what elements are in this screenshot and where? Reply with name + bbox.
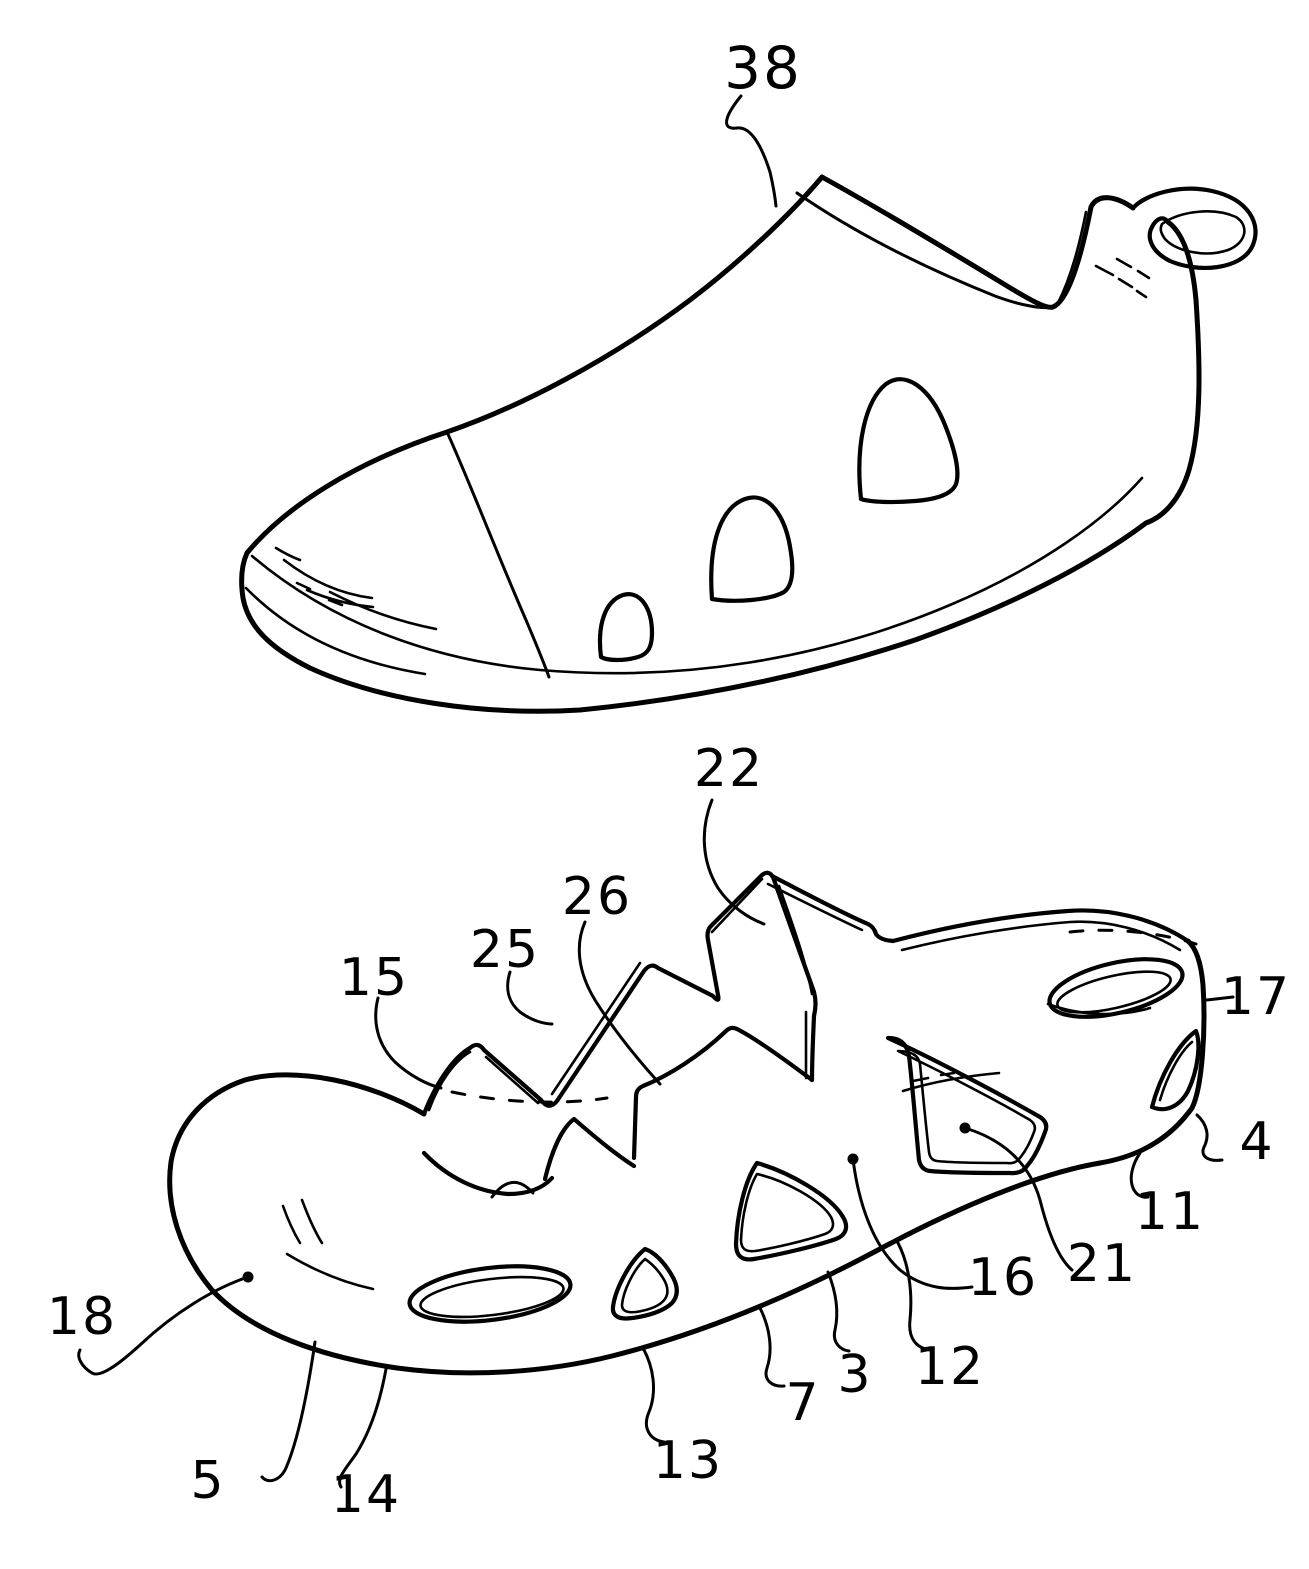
upper-shoe-pull-tab-outer <box>1130 186 1258 270</box>
strap-back-ridge-inner-line <box>766 882 864 932</box>
upper-shoe-vamp-seam <box>445 430 551 679</box>
cutout-square-hole-outer <box>885 1035 1049 1176</box>
ref-label-4: 4 <box>1239 1112 1274 1172</box>
leader-line-18 <box>77 1275 250 1376</box>
leader-line-4 <box>1195 1113 1224 1162</box>
upper-shoe-figure: 38 <box>239 34 1258 714</box>
heel-hidden-dashed-line <box>1068 928 1198 946</box>
ref-label-18: 18 <box>47 1287 117 1347</box>
lower-shoe-heel-collar-rim <box>890 908 1191 944</box>
ref-label-25: 25 <box>470 920 540 980</box>
lower-shoe-toe-contour-hatches <box>281 1198 375 1291</box>
leader-line-3 <box>826 1270 851 1353</box>
leader-line-17 <box>1205 995 1235 1002</box>
upper-shoe-heel-hidden-dashes <box>1094 264 1148 299</box>
ref-label-38: 38 <box>724 34 802 102</box>
heel-crescent-cutout-outer <box>1149 1028 1201 1112</box>
cutout-small-triangle-inner <box>620 1257 669 1314</box>
leader-line-21 <box>963 1126 1074 1272</box>
leader-dot-18 <box>242 1271 254 1283</box>
upper-shoe-toe-sole-line <box>244 586 427 676</box>
strap-back-ridge-to-collar <box>769 873 896 944</box>
strap-mid-attachment-crease <box>542 1116 637 1182</box>
lower-shoe-body-outline <box>167 938 1207 1376</box>
ref-label-13: 13 <box>653 1431 723 1491</box>
upper-shoe-collar-heel-inner-line <box>1056 210 1088 305</box>
cutout-small-triangle-outer <box>610 1246 679 1321</box>
ref-label-16: 16 <box>968 1248 1038 1308</box>
ref-label-11: 11 <box>1135 1182 1205 1242</box>
leader-line-5 <box>260 1340 317 1483</box>
upper-shoe-topline <box>244 174 1136 556</box>
ref-label-26: 26 <box>562 867 632 927</box>
cutout-oval-inner <box>419 1275 565 1319</box>
leader-line-15 <box>374 996 443 1090</box>
leader-line-11 <box>1129 1151 1150 1199</box>
cutout-oval-outer <box>407 1264 573 1324</box>
strap-front-flap-inner-line <box>427 1050 472 1112</box>
upper-shoe-pull-tab-inner <box>1159 210 1246 255</box>
strap-front-flap-bottom-crease <box>421 1150 555 1197</box>
cutout-medium-triangle-inner <box>739 1172 835 1253</box>
upper-shoe-midsole-line <box>250 476 1144 675</box>
leader-dot-16 <box>847 1153 859 1165</box>
leader-line-7 <box>758 1306 786 1388</box>
lower-shoe-heel-collar-rim-inner <box>900 920 1182 952</box>
strap-lower-zigzag-edge <box>631 1025 815 1161</box>
upper-shoe-cutout-medium <box>709 495 795 603</box>
strap-under-bump <box>490 1181 535 1199</box>
leader-line-25 <box>506 970 554 1026</box>
leader-line-14 <box>338 1367 388 1489</box>
ref-label-17: 17 <box>1221 967 1291 1027</box>
strap-double-line-details <box>484 877 814 1105</box>
upper-shoe-cutout-large <box>857 377 960 505</box>
ref-label-7: 7 <box>785 1373 820 1433</box>
cutout-medium-triangle-outer <box>733 1160 849 1262</box>
cutout-square-hole-inner <box>896 1049 1037 1165</box>
square-hole-insole-edge-line <box>901 1071 1001 1093</box>
heel-cup-inner-curve <box>1046 1002 1152 1016</box>
upper-shoe-collar-inner-line <box>795 191 1054 310</box>
heel-opening-oval-inner <box>1056 970 1172 1014</box>
upper-shoe-toe-contour-hatches <box>274 546 438 631</box>
leader-line-22 <box>702 798 766 926</box>
ref-label-3: 3 <box>837 1345 872 1405</box>
heel-crescent-cutout-inner <box>1158 1040 1194 1102</box>
ref-label-15: 15 <box>339 948 409 1008</box>
upper-shoe-cutout-small <box>597 592 655 663</box>
lower-shoe-figure: 22 26 25 15 17 4 11 21 16 12 3 7 13 14 5… <box>47 739 1291 1525</box>
ref-label-21: 21 <box>1067 1234 1137 1294</box>
leader-line-16 <box>851 1157 974 1290</box>
ref-label-5: 5 <box>190 1451 225 1511</box>
strap-upper-zigzag-edge <box>421 870 818 1117</box>
leader-line-38 <box>725 94 778 208</box>
upper-shoe-tab-hidden-dashes <box>1115 257 1151 280</box>
leader-dot-21 <box>959 1122 971 1134</box>
ref-label-22: 22 <box>694 739 764 799</box>
leader-line-26 <box>577 920 662 1086</box>
ref-label-14: 14 <box>331 1465 401 1525</box>
leader-line-12 <box>896 1241 932 1352</box>
ref-label-12: 12 <box>915 1337 985 1397</box>
upper-shoe-heel-and-sole-outline <box>239 219 1202 714</box>
leader-line-13 <box>641 1346 666 1444</box>
